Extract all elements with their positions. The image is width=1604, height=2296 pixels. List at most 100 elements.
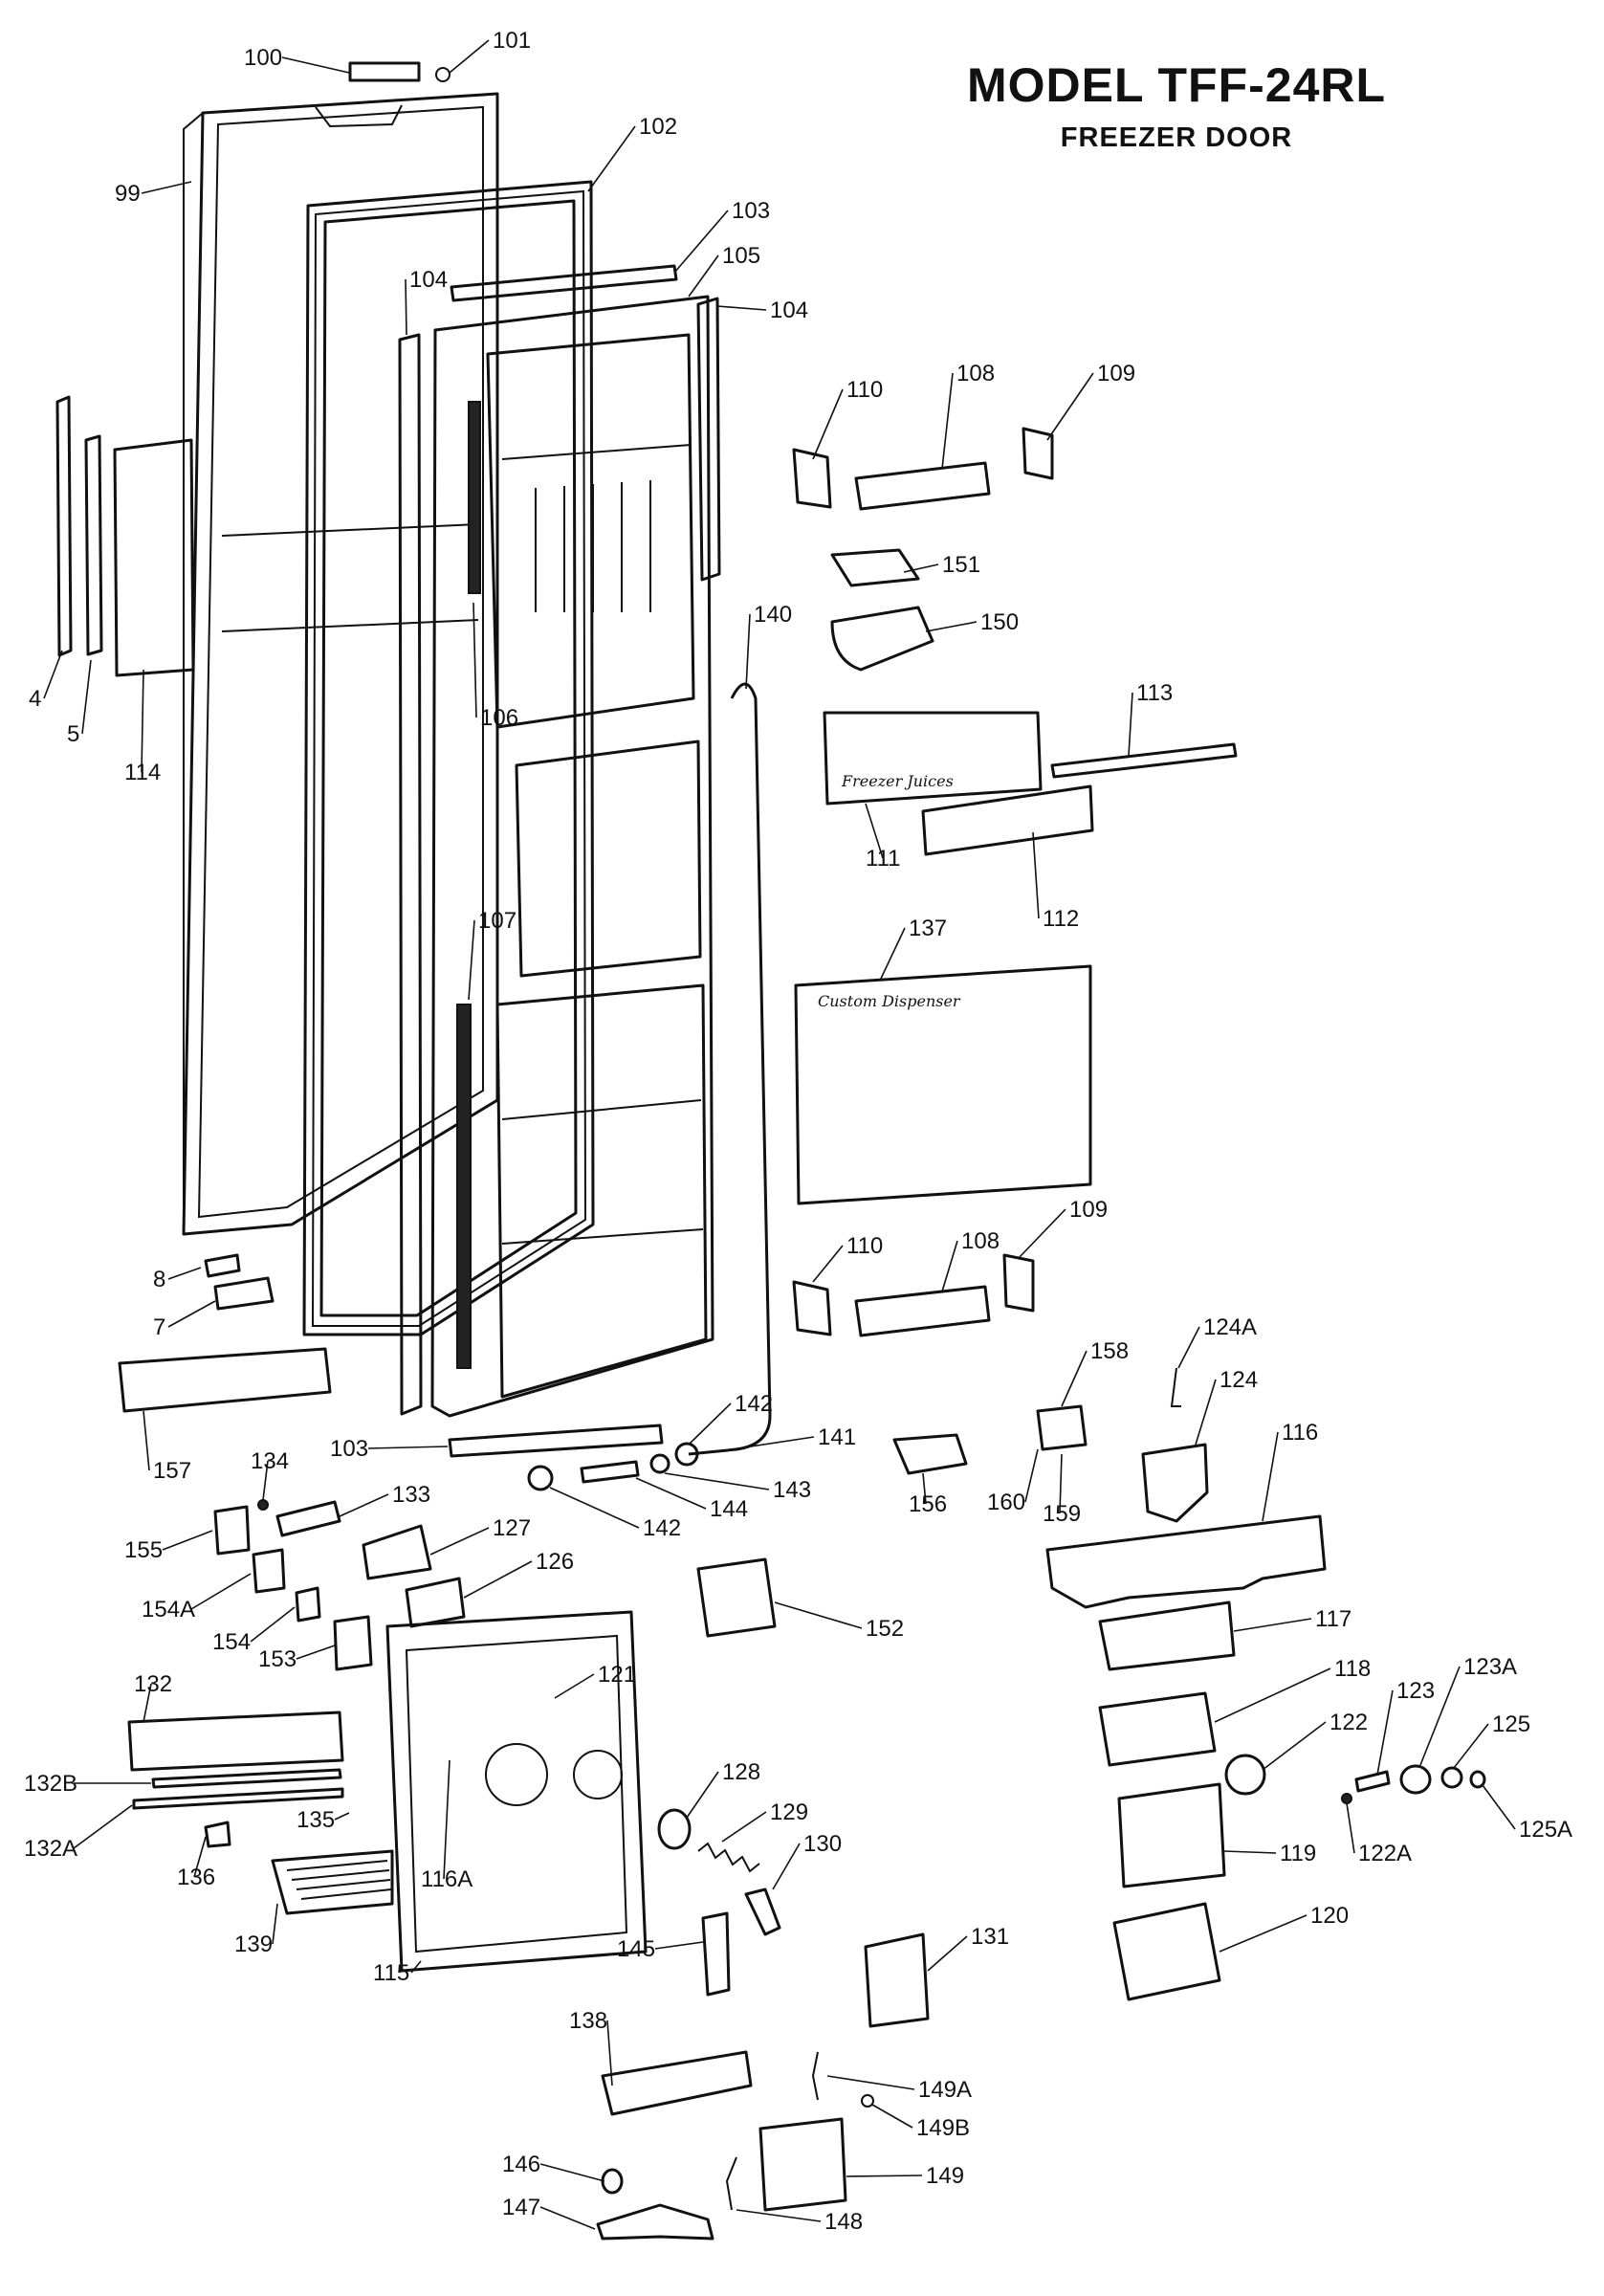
switch-158	[1036, 1404, 1088, 1451]
toe-grille	[118, 1347, 332, 1413]
callout-142b: 142	[549, 1487, 681, 1541]
model-title: MODEL TFF-24RL	[966, 58, 1387, 112]
callout-label: 149A	[918, 2077, 972, 2103]
leader-line	[774, 1601, 863, 1629]
leader-line	[250, 1606, 296, 1643]
leader-line	[443, 1759, 450, 1880]
part-125A	[1469, 1770, 1486, 1789]
callout-label: 128	[722, 1759, 760, 1785]
callout-label: 106	[480, 705, 518, 731]
leader-line	[812, 388, 844, 460]
callout-132B: 132B	[24, 1771, 151, 1797]
part-122A	[1341, 1793, 1352, 1804]
callout-155: 155	[124, 1530, 213, 1563]
callout-label: 132B	[24, 1771, 77, 1797]
callout-150: 150	[925, 609, 1019, 635]
leader-line	[826, 2075, 915, 2090]
callout-108b: 108	[941, 1228, 1000, 1292]
callout-149A: 149A	[826, 2075, 972, 2103]
callout-label: 8	[153, 1267, 165, 1292]
drip-tray	[271, 1849, 394, 1915]
callout-108a: 108	[941, 361, 995, 470]
part-138	[601, 2050, 753, 2116]
leader-line	[1195, 1379, 1217, 1446]
callout-109b: 109	[1018, 1197, 1108, 1259]
bracket-7	[213, 1276, 275, 1311]
leader-line	[549, 1487, 640, 1529]
callout-label: 155	[124, 1537, 163, 1563]
part-119	[1117, 1782, 1226, 1888]
leader-line	[296, 1645, 336, 1660]
callout-154A: 154A	[142, 1573, 252, 1623]
callout-label: 149	[926, 2163, 964, 2189]
part-123A	[1399, 1764, 1432, 1795]
leader-line	[1233, 1618, 1312, 1632]
part-153	[333, 1615, 373, 1671]
leader-line	[141, 181, 192, 194]
leader-line	[716, 305, 767, 311]
callout-130: 130	[772, 1831, 842, 1890]
callout-label: 4	[29, 686, 41, 712]
lower-hinge-bar	[854, 1285, 991, 1337]
callout-label: 123A	[1463, 1654, 1517, 1680]
chute-frame	[830, 548, 920, 587]
leader-line	[539, 2163, 605, 2182]
callout-124A: 124A	[1177, 1314, 1257, 1369]
callout-153: 153	[258, 1645, 336, 1672]
leader-line	[673, 210, 729, 274]
leader-line	[1059, 1453, 1063, 1514]
part-154A	[252, 1548, 286, 1594]
callout-103a: 103	[673, 198, 770, 274]
leader-line	[334, 1812, 350, 1821]
callout-label: 140	[754, 602, 792, 628]
callout-101: 101	[449, 28, 531, 74]
callout-label: 135	[297, 1807, 335, 1833]
callout-label: 107	[478, 908, 516, 934]
callout-118: 118	[1214, 1656, 1371, 1723]
leader-line	[745, 613, 751, 690]
callout-146: 146	[502, 2152, 605, 2182]
callout-label: 132	[134, 1671, 172, 1697]
callout-136: 136	[177, 1836, 215, 1890]
leader-line	[468, 919, 475, 1001]
callout-label: 111	[866, 846, 900, 872]
callout-104b: 104	[716, 298, 808, 323]
leader-line	[449, 39, 490, 74]
leader-line	[772, 1843, 801, 1890]
leader-line	[736, 2209, 822, 2222]
leader-line	[865, 803, 884, 859]
callout-label: 104	[770, 298, 808, 323]
callout-label: 124A	[1203, 1314, 1257, 1340]
callout-label: 117	[1315, 1606, 1351, 1632]
callout-label: 154	[212, 1629, 251, 1655]
leader-line	[1018, 1208, 1066, 1259]
leader-line	[1376, 1689, 1394, 1776]
leader-line	[688, 1402, 732, 1446]
callout-label: 122A	[1358, 1841, 1412, 1866]
leader-line	[81, 659, 92, 735]
dispenser-housing	[385, 1610, 648, 1973]
callout-label: 113	[1136, 680, 1173, 706]
callout-label: 127	[493, 1515, 531, 1541]
callout-122: 122	[1262, 1710, 1368, 1771]
leader-line	[167, 1300, 216, 1328]
callout-label: 144	[710, 1496, 748, 1522]
callout-label: 105	[722, 243, 760, 269]
leader-line	[141, 669, 144, 773]
callout-label: 133	[392, 1482, 430, 1508]
leader-line	[879, 927, 906, 982]
callout-label: 145	[617, 1936, 655, 1962]
lower-end-cap-left	[792, 1280, 832, 1336]
callout-label: 116A	[421, 1866, 472, 1892]
callout-label: 108	[956, 361, 995, 386]
callout-7: 7	[153, 1300, 216, 1340]
callout-label: 108	[961, 1228, 1000, 1254]
callout-label: 134	[251, 1448, 289, 1474]
leader-line	[1061, 1350, 1088, 1407]
callout-label: 142	[643, 1515, 681, 1541]
callout-100: 100	[244, 45, 350, 74]
part-117	[1098, 1601, 1236, 1671]
callout-138: 138	[569, 2008, 613, 2086]
fitting-143	[649, 1453, 670, 1474]
part-126	[405, 1577, 466, 1628]
